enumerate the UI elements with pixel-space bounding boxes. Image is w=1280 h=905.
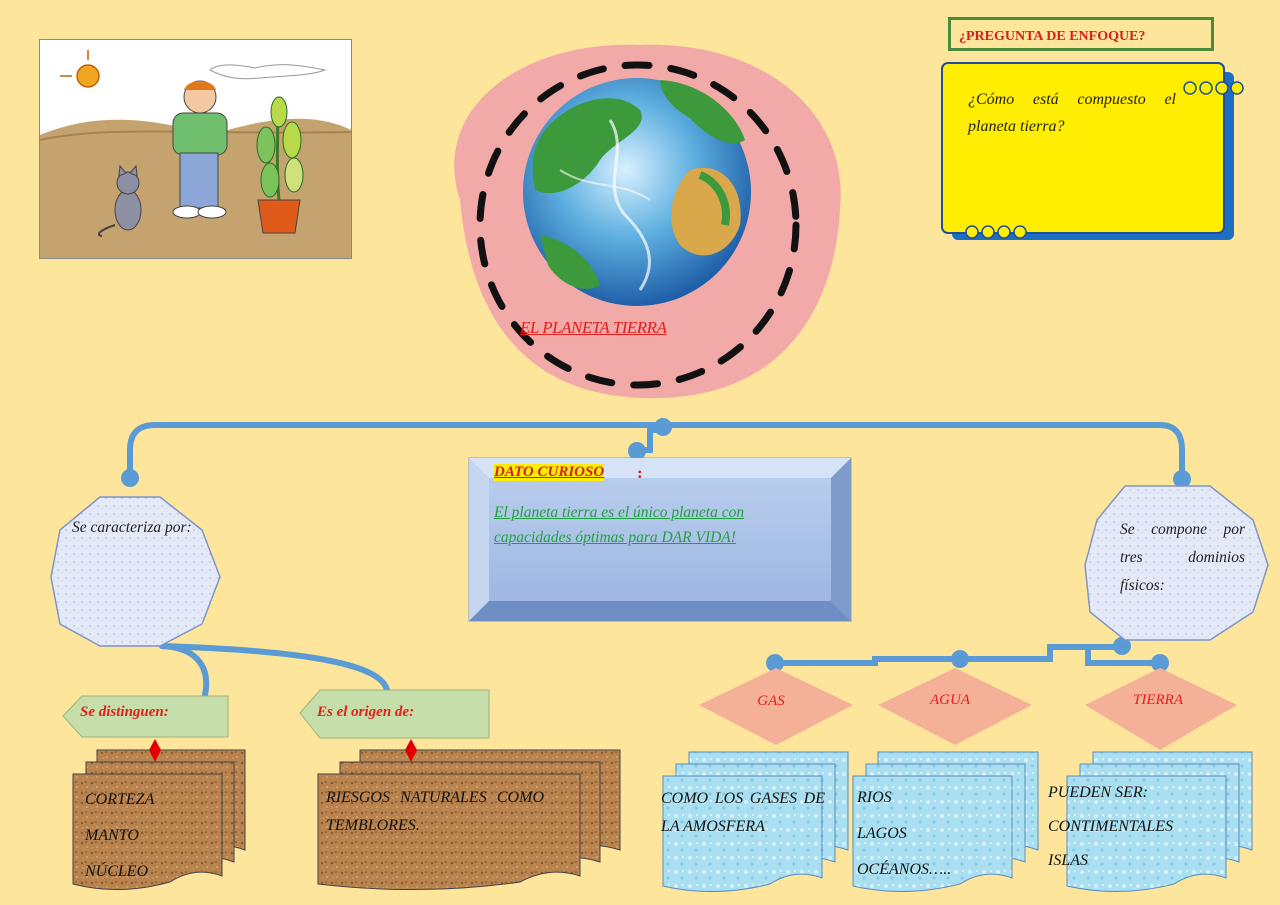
cork-card-capas <box>72 749 246 890</box>
pointer-label-origen: Es el origen de: <box>317 704 415 720</box>
land-card-text: PUEDEN SER: CONTIMENTALES ISLAS <box>1048 776 1173 878</box>
dato-curioso-text: El planeta tierra es el único planeta co… <box>494 504 745 546</box>
potted-plant-icon <box>256 96 304 234</box>
boy-figure <box>172 80 228 219</box>
water-card-text: RIOS LAGOS OCÉANOS….. <box>857 780 951 888</box>
domain-label-tierra: TIERRA <box>1133 692 1183 708</box>
globe-icon <box>523 78 751 306</box>
cat-icon <box>97 164 142 237</box>
dato-curioso-colon: : <box>637 464 643 482</box>
focus-card <box>941 62 1244 240</box>
domain-label-gas: GAS <box>757 693 785 709</box>
scene-illustration <box>39 39 352 259</box>
pointer-shape-origen <box>299 689 490 739</box>
water-card-gas <box>662 751 849 893</box>
composition-node-text: Se compone por tres dominios físicos: <box>1120 521 1245 594</box>
cork-card-riesgos <box>317 749 621 891</box>
pointer-shape-distinguen <box>62 695 229 738</box>
risks-card-text: RIESGOS NATURALES COMO TEMBLORES. <box>326 789 544 834</box>
focus-question-text: ¿Cómo está compuesto el planeta tierra? <box>968 91 1176 135</box>
dato-box <box>468 457 852 622</box>
focus-question-header: ¿PREGUNTA DE ENFOQUE? <box>948 17 1214 51</box>
diamond-gas <box>699 668 853 745</box>
water-card-tierra <box>1066 751 1253 893</box>
land-item: CONTIMENTALES <box>1048 818 1174 835</box>
land-item: PUEDEN SER: <box>1048 784 1148 801</box>
left-octagon <box>50 496 221 647</box>
gas-card-text: COMO LOS GASES DE LA AMOSFERA <box>661 790 825 835</box>
diamond-marker-icon <box>149 739 161 762</box>
right-octagon <box>1084 485 1269 641</box>
diamond-marker-icon <box>405 739 417 762</box>
water-item: OCÉANOS….. <box>857 861 952 878</box>
domain-label-agua: AGUA <box>930 692 970 708</box>
water-item: RIOS <box>857 789 892 806</box>
planet-title: EL PLANETA TIERRA <box>520 318 667 337</box>
pointer-label-distinguen: Se distinguen: <box>80 704 169 720</box>
layer-item: NÚCLEO <box>85 863 149 880</box>
diamond-agua <box>878 668 1032 745</box>
diamond-tierra <box>1085 668 1237 750</box>
sun-icon <box>60 50 100 88</box>
dato-curioso-label: DATO CURIOSO <box>494 464 605 481</box>
connector-dots <box>121 418 1191 672</box>
water-card-agua <box>852 751 1039 893</box>
layer-item: CORTEZA <box>85 791 155 808</box>
layers-card-text: CORTEZA MANTO NÚCLEO <box>85 782 154 890</box>
land-item: ISLAS <box>1048 852 1088 869</box>
layer-item: MANTO <box>85 827 139 844</box>
water-item: LAGOS <box>857 825 907 842</box>
characteristics-node-text: Se caracteriza por: <box>72 519 192 536</box>
